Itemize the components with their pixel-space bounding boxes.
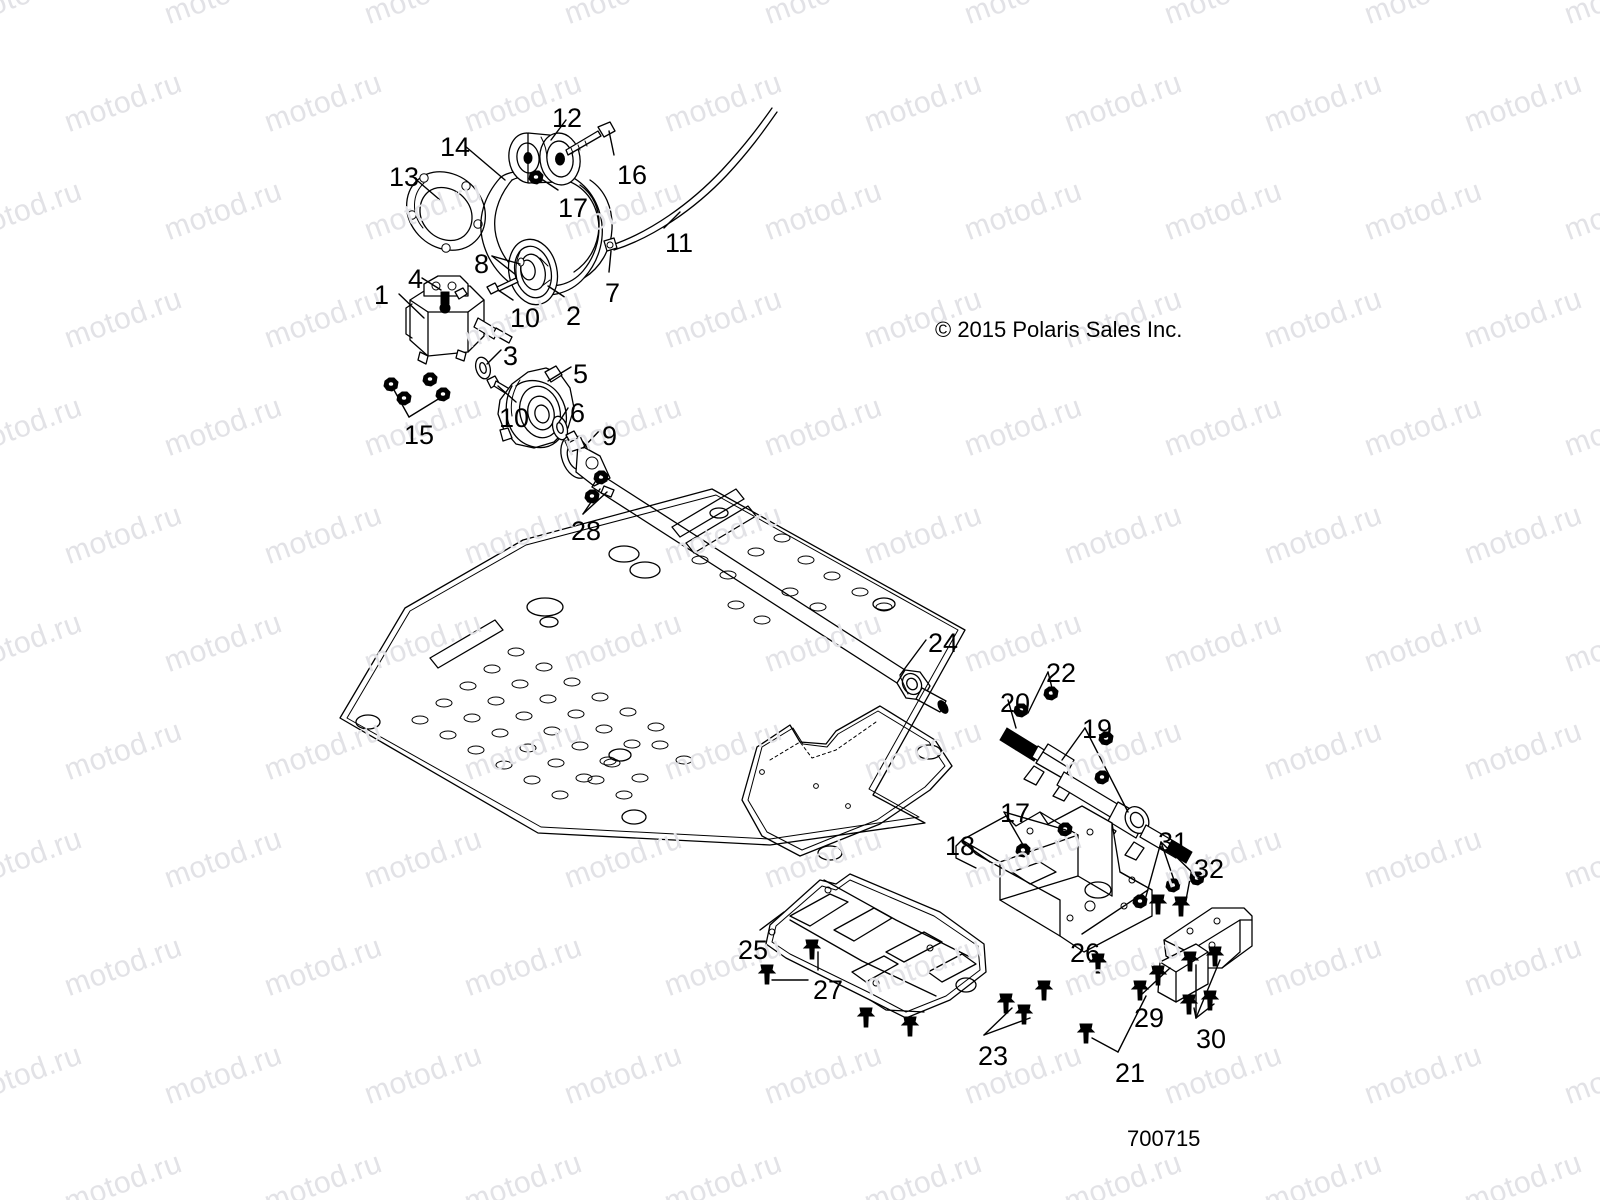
part-16-idler-bolt — [565, 121, 616, 156]
part-10-bolt-lower — [486, 375, 514, 397]
part-2-pump-pulley — [507, 238, 559, 306]
part-13-mounting-flange — [405, 171, 487, 253]
part-15-pump-mount-bolts — [383, 372, 451, 406]
part-11-hydraulic-hose — [603, 107, 778, 252]
part-32-support-bracket — [1157, 907, 1253, 1003]
part-25-skid-plate — [765, 873, 987, 1019]
part-17-nut — [528, 170, 544, 185]
transmission-mount-plate — [955, 805, 1153, 953]
leader-lines — [393, 119, 1221, 1053]
part-12-idler-pulley — [508, 132, 581, 186]
part-3-washer — [474, 356, 492, 380]
part-24-drive-shaft — [591, 473, 949, 714]
part-1-hydraulic-pump — [405, 275, 513, 365]
floor-panel — [339, 488, 966, 846]
floor-mat — [741, 705, 953, 861]
part-26-bracket-bolt — [1089, 953, 1107, 974]
